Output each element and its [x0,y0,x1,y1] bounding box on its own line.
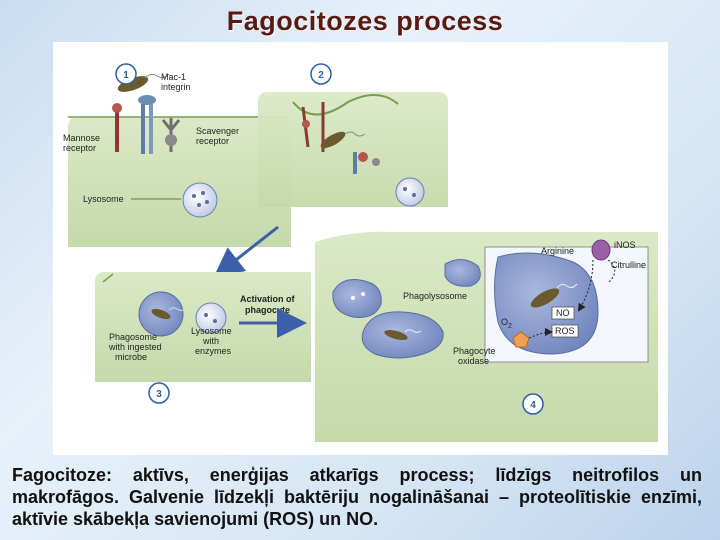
vacuole-small-1 [332,279,382,318]
microbe-1 [117,76,149,92]
step-3-number: 3 [156,389,162,400]
lysosome-1 [182,182,218,218]
lysosome-3 [195,302,227,334]
step-4-number: 4 [530,400,536,411]
step-3-circle [148,382,170,404]
panel-2: 2 [258,63,448,207]
ros-label: ROS [555,326,575,336]
mannose-label-line2: receptor [63,143,96,153]
scavenger-label-line2: receptor [196,136,229,146]
arrow-2-to-3 [213,225,279,278]
microbe-2 [320,131,346,149]
lysosome-enzymes-line1: Lysosome [191,326,232,336]
mannose-label-line1: Mannose [63,133,100,143]
no-box [551,306,575,320]
lysosome-2 [395,177,425,207]
phagosome-label-line2: with ingested [108,342,162,352]
o2-label: O2 [501,317,512,330]
panel-3: 3 Phagosome with ingested microbe Lysoso… [95,272,311,404]
vacuole-small-2 [444,259,481,287]
scavenger-label-line1: Scavenger [196,126,239,136]
phox-label-line1: Phagocyte [453,346,496,356]
mac1-label-line1: Mac-1 [161,72,186,82]
scavenger-receptor-shape [161,118,181,152]
inos-label: iNOS [614,240,636,250]
activation-label-line2: phagocyte [245,305,290,315]
mannose-receptor-shape [112,103,122,152]
step-4-circle [522,393,544,415]
slide-title: Fagocitozes process [226,6,504,36]
mac1-label-line2: integrin [161,82,191,92]
cell-1 [68,117,291,247]
phagocytosis-figure: 1 Mac-1 integrin Scavenger receptor Mann… [53,42,668,455]
mac1-integrin-shape [138,95,156,154]
phagolysosome-label: Phagolysosome [403,291,467,301]
inos-enzyme [591,239,611,261]
lysosome-enzymes-line2: with [202,336,219,346]
phox-label-line2: oxidase [458,356,489,366]
arginine-label: Arginine [541,246,574,256]
panel-1: 1 Mac-1 integrin Scavenger receptor Mann… [63,63,291,247]
phagosome-label-line1: Phagosome [109,332,157,342]
no-label: NO [556,308,570,318]
lysosome-enzymes-line3: enzymes [195,346,232,356]
slide-caption: Fagocitoze: aktīvs, enerģijas atkarīgs p… [12,465,702,529]
step-1-circle [115,63,137,85]
phagocytosis-diagram: 1 Mac-1 integrin Scavenger receptor Mann… [63,63,658,442]
step-2-number: 2 [318,70,324,81]
phagocyte-oxidase [512,331,530,348]
microbe-zoom [530,288,560,308]
step-2-circle [310,63,332,85]
phagosome-label-line3: microbe [115,352,147,362]
step-1-number: 1 [123,70,129,81]
citrulline-label: Citrulline [611,260,646,270]
activation-label-line1: Activation of [240,294,296,304]
lysosome-label: Lysosome [83,194,124,204]
panel-4: Phagolysosome NO ROS Arginine iNOS Citru… [315,231,658,442]
